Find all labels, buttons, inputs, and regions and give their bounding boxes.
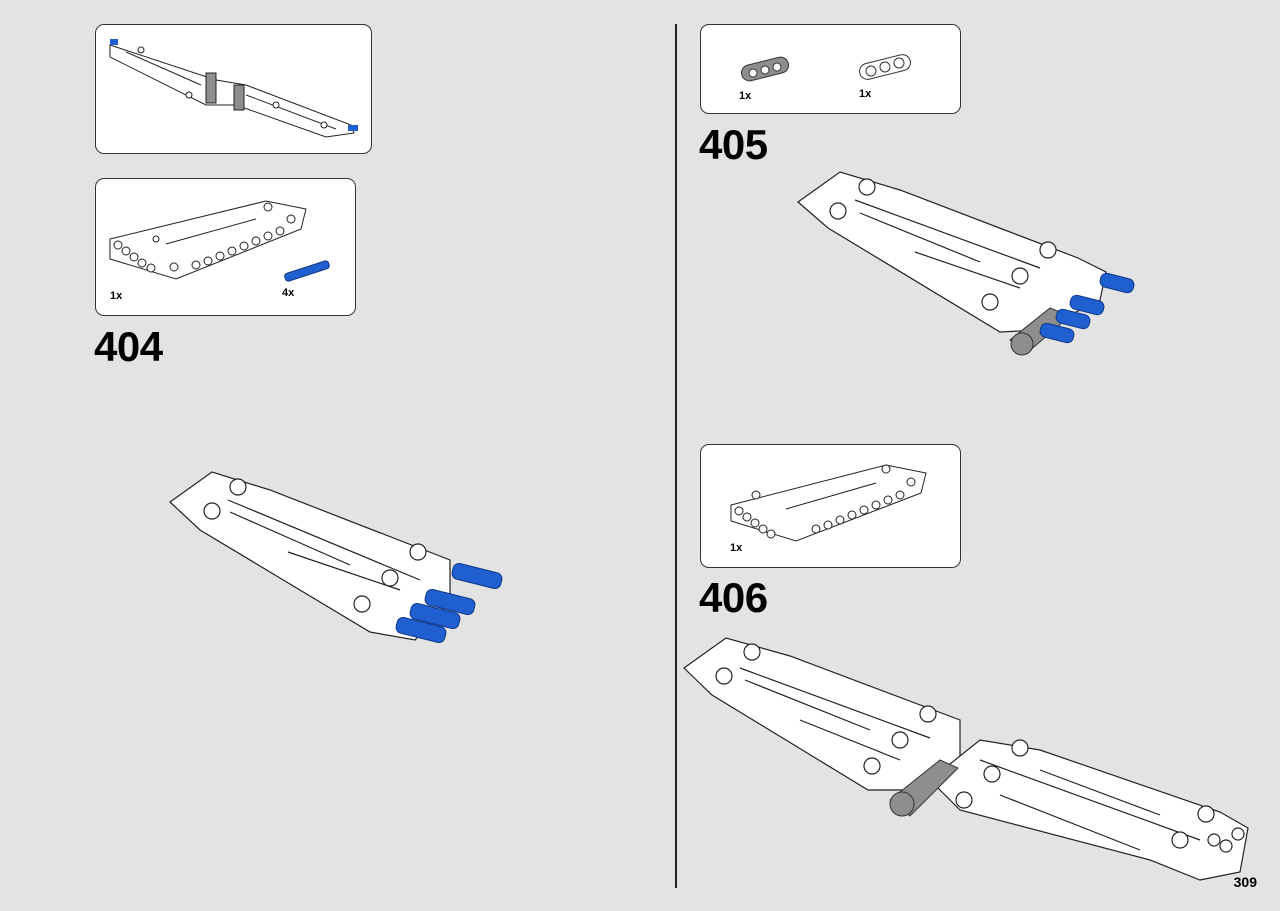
parts-list-405: 1x 1x [700,24,961,114]
qty-label: 1x [739,90,752,102]
parts-illustrations-404 [109,200,330,282]
wing-panel-part [730,464,927,542]
parts-illustrations-406 [730,464,927,542]
blue-pin-part [284,260,330,282]
step-number-405: 405 [699,121,768,168]
step-number-406: 406 [699,574,768,621]
qty-label: 1x [859,88,872,100]
gray-beam-part [740,56,790,82]
wing-panel-part [109,200,307,280]
page-number: 309 [1233,874,1257,890]
page-divider [675,24,677,888]
parts-list-406: 1x [700,444,961,568]
step-number-404: 404 [94,323,163,370]
qty-label: 1x [730,542,743,554]
parts-illustrations-405 [740,54,911,82]
white-beam-part [859,54,911,80]
subassembly-callout [95,24,372,154]
qty-label: 4x [282,287,295,299]
parts-list-404: 1x 4x [95,178,356,316]
qty-label: 1x [110,290,123,302]
subassembly-wing-illustration [109,39,358,138]
